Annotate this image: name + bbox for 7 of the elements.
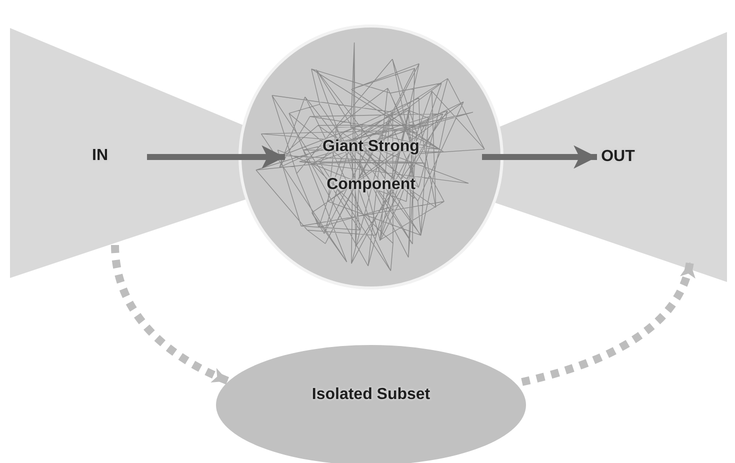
arrow — [521, 261, 694, 386]
node-label: Isolated Subset — [310, 385, 432, 404]
node-label: Giant Strong Component — [322, 137, 420, 196]
node-label: IN — [91, 146, 109, 166]
arrow — [111, 244, 230, 385]
node-label: OUT — [600, 147, 636, 166]
arrow — [482, 145, 597, 169]
